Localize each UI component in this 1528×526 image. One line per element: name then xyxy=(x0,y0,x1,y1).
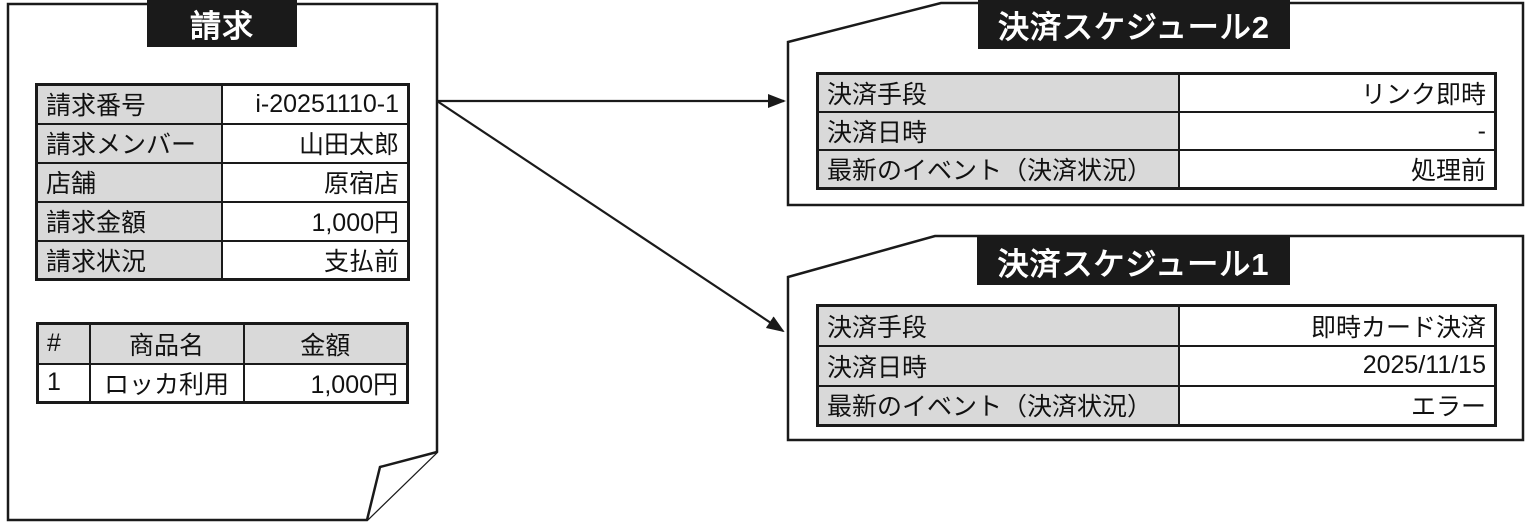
field-label: 決済手段 xyxy=(816,72,1180,113)
field-value: 支払前 xyxy=(220,239,410,281)
field-value: 即時カード決済 xyxy=(1177,304,1497,347)
table-row: 店舗 原宿店 xyxy=(35,161,410,203)
schedule1-fields-table: 決済手段 即時カード決済 決済日時 2025/11/15 最新のイベント（決済状… xyxy=(816,304,1497,427)
field-value: 山田太郎 xyxy=(220,122,410,164)
schedule2-title: 決済スケジュール2 xyxy=(997,10,1271,45)
item-product: ロッカ利用 xyxy=(88,362,245,403)
table-header-row: # 商品名 金額 xyxy=(36,322,409,365)
table-row: 請求番号 i-20251110-1 xyxy=(35,83,410,125)
invoice-title-banner: 請求 xyxy=(147,0,297,47)
table-row: 決済日時 2025/11/15 xyxy=(816,344,1497,387)
schedule2-fields-table: 決済手段 リンク即時 決済日時 - 最新のイベント（決済状況） 処理前 xyxy=(816,72,1497,190)
invoice-items-table: # 商品名 金額 1 ロッカ利用 1,000円 xyxy=(36,322,409,404)
schedule1-title-banner: 決済スケジュール1 xyxy=(977,237,1290,285)
table-row: 最新のイベント（決済状況） 処理前 xyxy=(816,149,1497,190)
field-value: エラー xyxy=(1177,384,1497,427)
field-value: 原宿店 xyxy=(220,161,410,203)
field-value: 2025/11/15 xyxy=(1177,344,1497,387)
table-row: 決済手段 即時カード決済 xyxy=(816,304,1497,347)
field-label: 決済手段 xyxy=(816,304,1180,347)
field-value: 1,000円 xyxy=(220,200,410,242)
field-label: 最新のイベント（決済状況） xyxy=(816,149,1180,190)
field-label: 請求状況 xyxy=(35,239,223,281)
field-label: 店舗 xyxy=(35,161,223,203)
field-label: 最新のイベント（決済状況） xyxy=(816,384,1180,427)
table-row: 請求金額 1,000円 xyxy=(35,200,410,242)
table-row: 決済日時 - xyxy=(816,111,1497,151)
column-header-amount: 金額 xyxy=(242,322,409,365)
invoice-fields-table: 請求番号 i-20251110-1 請求メンバー 山田太郎 店舗 原宿店 請求金… xyxy=(35,83,410,281)
field-label: 決済日時 xyxy=(816,344,1180,387)
arrow-invoice-to-schedule1 xyxy=(436,100,785,333)
field-value: i-20251110-1 xyxy=(220,83,410,125)
field-label: 請求メンバー xyxy=(35,122,223,164)
table-row: 決済手段 リンク即時 xyxy=(816,72,1497,113)
item-number: 1 xyxy=(36,362,91,403)
table-row: 請求メンバー 山田太郎 xyxy=(35,122,410,164)
schedule2-title-banner: 決済スケジュール2 xyxy=(978,0,1290,49)
field-value: 処理前 xyxy=(1177,149,1497,190)
table-row: 請求状況 支払前 xyxy=(35,239,410,281)
table-row: 1 ロッカ利用 1,000円 xyxy=(36,362,409,403)
column-header-product: 商品名 xyxy=(88,322,245,365)
table-row: 最新のイベント（決済状況） エラー xyxy=(816,384,1497,427)
item-amount: 1,000円 xyxy=(242,362,409,403)
field-value: - xyxy=(1177,111,1497,151)
field-value: リンク即時 xyxy=(1177,72,1497,113)
column-header-number: # xyxy=(36,322,91,365)
schedule1-title: 決済スケジュール1 xyxy=(997,246,1270,282)
field-label: 請求金額 xyxy=(35,200,223,242)
field-label: 請求番号 xyxy=(35,83,223,125)
field-label: 決済日時 xyxy=(816,111,1180,151)
invoice-title: 請求 xyxy=(190,9,254,44)
invoice-folded-corner xyxy=(365,450,438,521)
